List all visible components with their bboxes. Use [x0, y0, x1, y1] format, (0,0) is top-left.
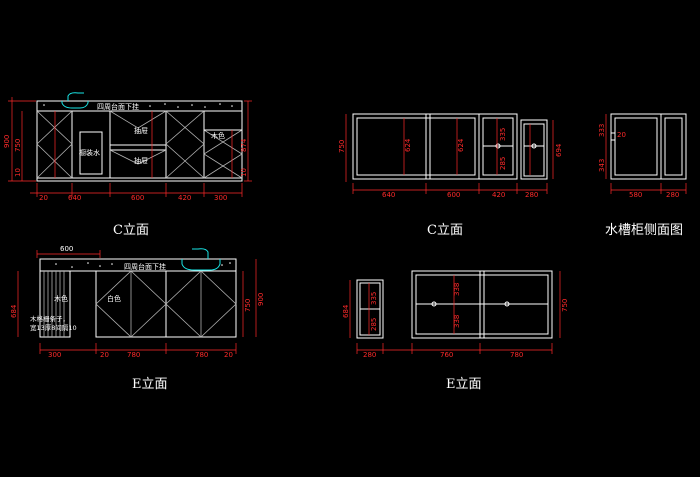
dim-e-int-0: 280: [363, 351, 376, 359]
dim-c-front-base: 10: [14, 168, 22, 177]
slats-note-line2: 宽13厚8间隔10: [30, 323, 77, 332]
dim-c-front-right-0: 874: [240, 138, 248, 152]
caption-e-elevation-front: E立面: [132, 377, 168, 392]
c-front-right-dims: 874 10: [240, 100, 252, 182]
wood-slats: [39, 270, 71, 338]
e-wood-color-label: 木色: [54, 294, 68, 303]
dim-e-front-right-0: 750: [244, 299, 252, 312]
water-purifier-box: [79, 131, 103, 175]
dim-e-front-left: 684: [10, 304, 18, 318]
caption-e-elevation-interior: E立面: [446, 377, 482, 392]
slats-note-line1: 木格栅条子，: [30, 314, 69, 323]
dim-c-front-4: 300: [214, 194, 227, 202]
caption-c-elevation-front: C立面: [113, 223, 149, 238]
dim-side-inner-1: 20: [617, 131, 626, 139]
wood-color-label: 木色: [211, 131, 225, 140]
dim-c-int-inner-2: 335: [499, 128, 507, 141]
dim-e-int-2: 780: [510, 351, 523, 359]
dim-c-front-height: 900: [3, 135, 11, 148]
dim-c-front-3: 420: [178, 194, 191, 202]
dim-c-int-left: 750: [338, 140, 346, 153]
dim-e-int-inner-3: 338: [453, 315, 461, 328]
dim-c-int-inner-4: 694: [555, 143, 563, 157]
wood-slat-lines: [43, 271, 65, 337]
drawer-label-bottom: 抽屉: [134, 156, 148, 165]
dim-c-int-inner-3: 285: [499, 157, 507, 170]
dim-c-front-2: 600: [131, 194, 144, 202]
dim-c-int-inner-1: 624: [457, 138, 465, 152]
dim-c-front-cab: 750: [14, 139, 22, 152]
dim-e-int-left: 684: [342, 304, 350, 318]
e-sink-basin-icon: [181, 259, 221, 271]
caption-sink-cabinet-side: 水槽柜侧面图: [605, 223, 684, 238]
e-countertop-label: 四周台面下挂: [124, 262, 166, 271]
dim-e-int-inner-1: 285: [370, 318, 378, 331]
dim-c-front-right-1: 10: [240, 168, 248, 177]
dim-c-int-3: 280: [525, 191, 538, 199]
dim-c-int-2: 420: [492, 191, 505, 199]
white-label: 白色: [107, 294, 121, 303]
c-elevation-front: 四周台面下挂 橱装水 抽屉 抽屉 木色: [3, 92, 252, 202]
dim-e-front-1: 20: [100, 351, 109, 359]
dim-side-0: 580: [629, 191, 642, 199]
dim-e-int-right: 750: [561, 299, 569, 312]
faucet-icon: [67, 92, 84, 101]
dim-e-int-inner-2: 338: [453, 283, 461, 296]
water-purifier-label: 橱装水: [79, 148, 100, 157]
dim-e-int-inner-0: 335: [370, 292, 378, 305]
e-faucet-icon: [192, 248, 209, 259]
c-front-left-dims: 900 750 10: [3, 97, 36, 182]
dim-c-int-1: 600: [447, 191, 460, 199]
dim-c-front-1: 640: [68, 194, 81, 202]
e-top-width: 600: [60, 245, 73, 253]
cabinet-body: [36, 110, 243, 182]
dim-e-front-right-1: 900: [257, 293, 265, 306]
dim-e-int-1: 760: [440, 351, 453, 359]
countertop-label: 四周台面下挂: [97, 102, 139, 111]
dim-side-1: 280: [666, 191, 679, 199]
drawer-label-top: 抽屉: [134, 126, 148, 135]
e-elevation-interior: 335 285 338 338 684 750 280 760 780: [342, 270, 569, 359]
countertop-speckles: [43, 103, 233, 108]
sink-basin-icon: [61, 101, 89, 109]
sink-cabinet-side: 333 20 343 580 280: [598, 113, 687, 199]
dim-e-front-3: 780: [195, 351, 208, 359]
dim-c-int-0: 640: [382, 191, 395, 199]
dim-e-front-4: 20: [224, 351, 233, 359]
e-elevation-front: 600 四周台面下挂 木色 木格栅条子， 宽13厚8间隔10: [10, 245, 265, 359]
dim-e-front-2: 780: [127, 351, 140, 359]
c-front-bottom-dims: 20 640 600 420 300: [30, 183, 243, 202]
dim-c-front-0: 20: [39, 194, 48, 202]
caption-c-elevation-interior: C立面: [427, 223, 463, 238]
e-door-lines: [95, 270, 237, 338]
dim-side-inner-2: 343: [598, 159, 606, 172]
countertop: [36, 100, 243, 112]
e-countertop-speckles: [55, 262, 231, 268]
c-elevation-interior: 624 624 335 285 694 750 640 600 420 280: [338, 113, 563, 199]
door-swing-lines: [36, 110, 243, 179]
dim-c-int-inner-0: 624: [404, 138, 412, 152]
dim-side-inner-0: 333: [598, 124, 606, 137]
dim-e-front-0: 300: [48, 351, 61, 359]
